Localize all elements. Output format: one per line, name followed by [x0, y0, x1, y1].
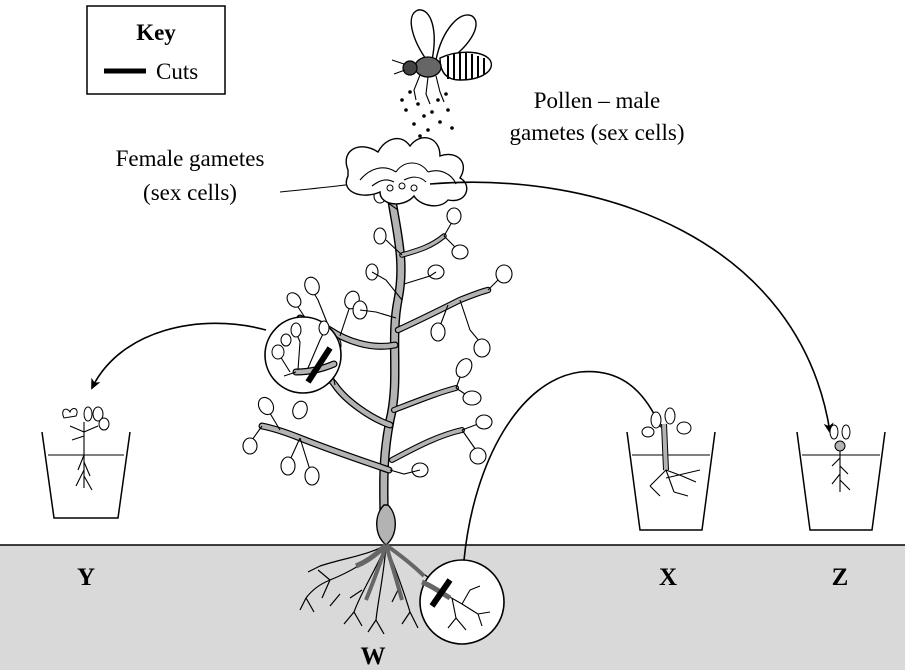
pollen-label-line1: Pollen – male	[534, 88, 660, 113]
pollen-label-line2: gametes (sex cells)	[510, 120, 685, 145]
arrow-to-x	[464, 372, 660, 560]
female-label-line1: Female gametes	[116, 146, 265, 171]
arrow-to-y	[92, 323, 266, 388]
pot-z	[797, 425, 885, 530]
root-cut-circle	[420, 560, 504, 644]
key-title: Key	[136, 20, 176, 45]
key-box: Key Cuts	[87, 6, 225, 94]
pot-y	[42, 407, 130, 518]
label-w: W	[361, 643, 386, 670]
key-cuts-label: Cuts	[156, 59, 198, 84]
female-label-line2: (sex cells)	[143, 180, 237, 205]
pot-x	[627, 408, 715, 530]
pot-icon	[42, 432, 130, 518]
label-x: X	[659, 564, 677, 591]
flower-icon	[346, 138, 467, 206]
arrow-to-z	[430, 182, 830, 432]
pot-icon	[627, 432, 715, 530]
stem-cut-circle	[265, 317, 341, 393]
insect-icon	[392, 10, 491, 138]
label-y: Y	[77, 564, 95, 591]
label-z: Z	[832, 564, 849, 591]
